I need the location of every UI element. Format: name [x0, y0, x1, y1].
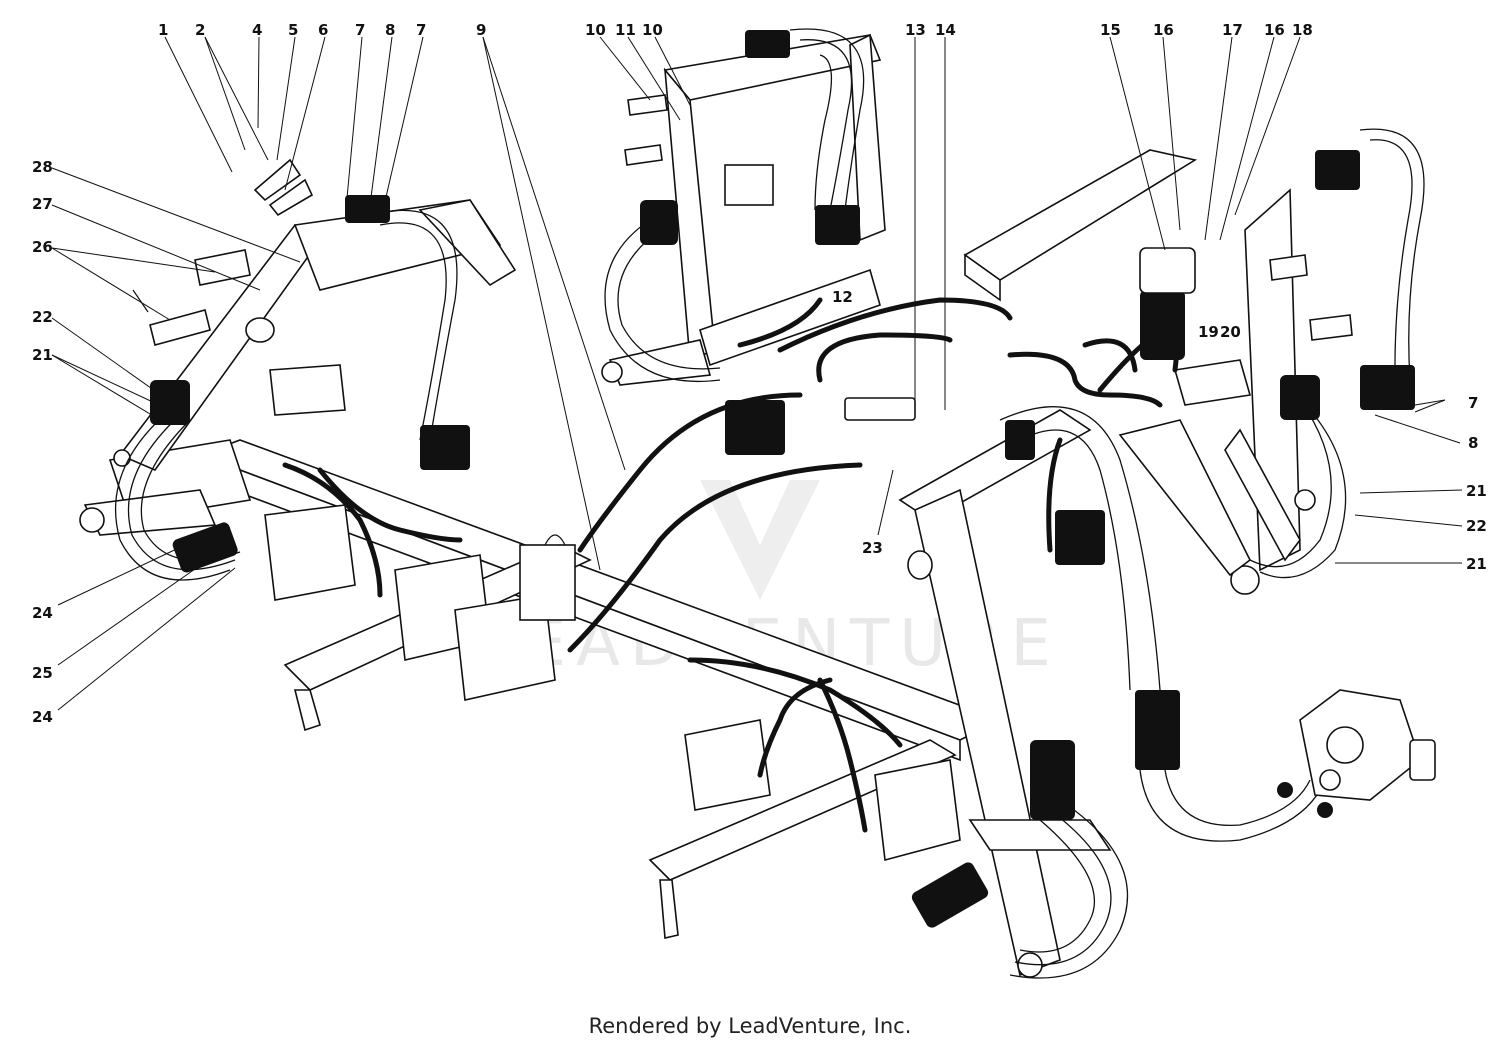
callout-10: 10 — [585, 21, 606, 39]
fittings — [150, 30, 1415, 928]
callout-14: 14 — [935, 21, 956, 39]
callout-21: 21 — [32, 346, 53, 364]
callout-11: 11 — [615, 21, 636, 39]
callout-18: 18 — [1292, 21, 1313, 39]
callout-8b: 8 — [1468, 434, 1478, 452]
toolbar-frame — [108, 439, 1003, 939]
callout-9: 9 — [476, 21, 486, 39]
callout-7: 7 — [355, 21, 365, 39]
callout-2: 2 — [195, 21, 205, 39]
callout-16: 16 — [1153, 21, 1174, 39]
callout-5: 5 — [288, 21, 298, 39]
callout-23: 23 — [862, 539, 883, 557]
mounting-hardware — [132, 94, 1353, 346]
callout-8: 8 — [385, 21, 395, 39]
callout-24: 24 — [32, 604, 53, 622]
callout-4: 4 — [252, 21, 262, 39]
callout-20: 20 — [1220, 323, 1241, 341]
callout-15: 15 — [1100, 21, 1121, 39]
front-right-frame-arm — [898, 409, 1112, 978]
callout-1: 1 — [158, 21, 168, 39]
callout-6: 6 — [318, 21, 328, 39]
callout-13: 13 — [905, 21, 926, 39]
callout-26: 26 — [32, 238, 53, 256]
callout-19: 19 — [1198, 323, 1219, 341]
callout-10b: 10 — [642, 21, 663, 39]
callout-17: 17 — [1222, 21, 1243, 39]
credit-text: Rendered by LeadVenture, Inc. — [588, 1014, 912, 1038]
callout-21b: 21 — [1466, 482, 1487, 500]
callout-12: 12 — [832, 288, 853, 306]
callouts: 1 2 4 5 6 7 8 7 9 10 11 10 13 14 15 16 1… — [32, 21, 1487, 726]
callout-7b: 7 — [416, 21, 426, 39]
callout-27: 27 — [32, 195, 53, 213]
callout-24b: 24 — [32, 708, 53, 726]
callout-22b: 22 — [1466, 517, 1487, 535]
callout-28: 28 — [32, 158, 53, 176]
callout-7c: 7 — [1468, 394, 1478, 412]
hydraulic-pump — [1277, 689, 1436, 818]
callout-25: 25 — [32, 664, 53, 682]
right-frame-arm — [963, 149, 1316, 595]
callout-21c: 21 — [1466, 555, 1487, 573]
callout-22: 22 — [32, 308, 53, 326]
callout-16b: 16 — [1264, 21, 1285, 39]
